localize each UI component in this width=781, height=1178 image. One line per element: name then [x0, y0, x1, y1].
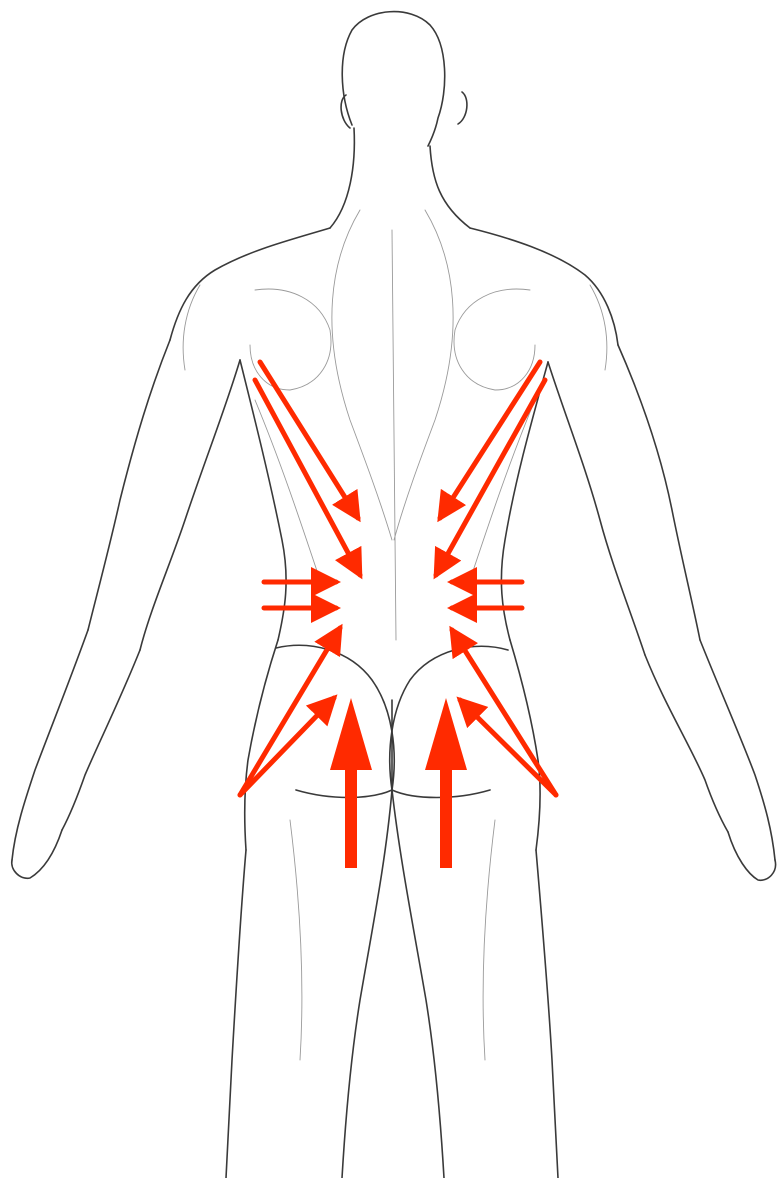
right-leg-outer [536, 850, 558, 1178]
head-outline [342, 12, 444, 146]
right-inner-arm [548, 362, 645, 655]
left-lat [255, 400, 320, 580]
arrow-leg-right-head [425, 698, 467, 770]
left-hand [12, 830, 62, 878]
right-leg-inner [392, 790, 444, 1178]
right-scapula [454, 289, 535, 390]
right-deltoid [590, 285, 607, 370]
spine-line [392, 230, 396, 640]
arrow-upper-left-inner [255, 380, 360, 575]
left-shoulder [170, 228, 330, 340]
right-forearm-inner [645, 655, 728, 832]
left-thigh-detail [290, 820, 302, 1060]
arrow-upper-right-inner [436, 380, 545, 575]
left-leg-outer [226, 850, 246, 1178]
right-ear [458, 92, 467, 124]
neck-right [430, 146, 470, 228]
right-thigh-detail [483, 820, 495, 1060]
arrow-upper-right-outer [440, 362, 540, 518]
left-forearm-inner [62, 650, 140, 830]
left-hip [245, 640, 278, 850]
arrow-leg-right-shaft [440, 760, 452, 868]
right-forearm-outer [700, 640, 775, 860]
arrow-upper-left-outer [260, 362, 358, 518]
body-outline [12, 12, 776, 1178]
left-inner-arm [140, 360, 240, 650]
left-upper-arm [88, 340, 170, 630]
left-forearm-outer [12, 630, 88, 860]
arrow-leg-left-head [330, 698, 372, 770]
torso-left-side [240, 360, 286, 640]
arrows [240, 362, 556, 795]
right-shoulder [470, 228, 618, 345]
right-upper-arm [618, 345, 700, 640]
arrow-leg-left-shaft [345, 760, 357, 868]
right-trapezius [394, 210, 453, 540]
neck-left [330, 128, 354, 228]
left-deltoid [183, 285, 200, 370]
left-buttock [276, 645, 394, 797]
arrow-hip-right-upper [452, 630, 556, 795]
left-ear [341, 95, 350, 128]
arrow-hip-left-upper [240, 628, 340, 795]
left-scapula [250, 289, 331, 390]
torso-right-side [501, 362, 548, 640]
right-hand [728, 832, 776, 880]
